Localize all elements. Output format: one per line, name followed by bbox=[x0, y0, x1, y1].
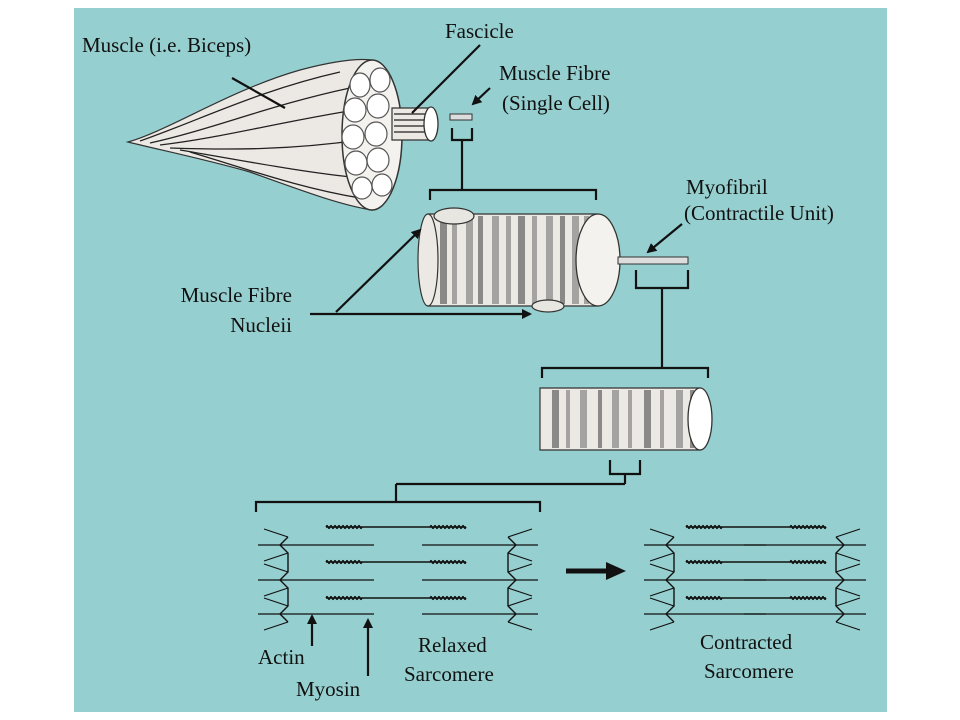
contracted-sarcomere-illustration bbox=[644, 524, 866, 631]
label-relaxed-line2: Sarcomere bbox=[404, 662, 494, 686]
label-muscle: Muscle (i.e. Biceps) bbox=[82, 33, 251, 57]
label-nuclei-line1: Muscle Fibre bbox=[181, 283, 292, 307]
nuclei-arrow-top bbox=[335, 228, 422, 313]
label-contracted-line1: Contracted bbox=[700, 630, 793, 654]
label-muscle-fibre-line2: (Single Cell) bbox=[502, 91, 610, 115]
fascicle-illustration bbox=[391, 106, 473, 142]
myofibril-illustration bbox=[539, 387, 713, 451]
label-myofibril-line2: (Contractile Unit) bbox=[684, 201, 834, 225]
myofibril-arrow bbox=[646, 223, 683, 254]
label-fascicle: Fascicle bbox=[445, 19, 514, 43]
muscle-fibre-illustration bbox=[417, 207, 689, 313]
relaxed-sarcomere-illustration bbox=[258, 524, 538, 631]
label-myosin: Myosin bbox=[296, 677, 361, 701]
muscle-illustration bbox=[125, 58, 403, 211]
pointer-lines bbox=[231, 44, 683, 676]
fascicle-pointer bbox=[411, 44, 481, 114]
contraction-arrow bbox=[566, 562, 626, 580]
connector-lines bbox=[254, 128, 710, 512]
label-relaxed-line1: Relaxed bbox=[418, 633, 487, 657]
label-actin: Actin bbox=[258, 645, 305, 669]
label-nuclei-line2: Nucleii bbox=[230, 313, 292, 337]
label-myofibril-line1: Myofibril bbox=[686, 175, 768, 199]
label-muscle-fibre-line1: Muscle Fibre bbox=[499, 61, 610, 85]
muscle-fibre-arrow bbox=[471, 87, 491, 106]
muscle-pointer bbox=[231, 77, 286, 109]
label-contracted-line2: Sarcomere bbox=[704, 659, 794, 683]
